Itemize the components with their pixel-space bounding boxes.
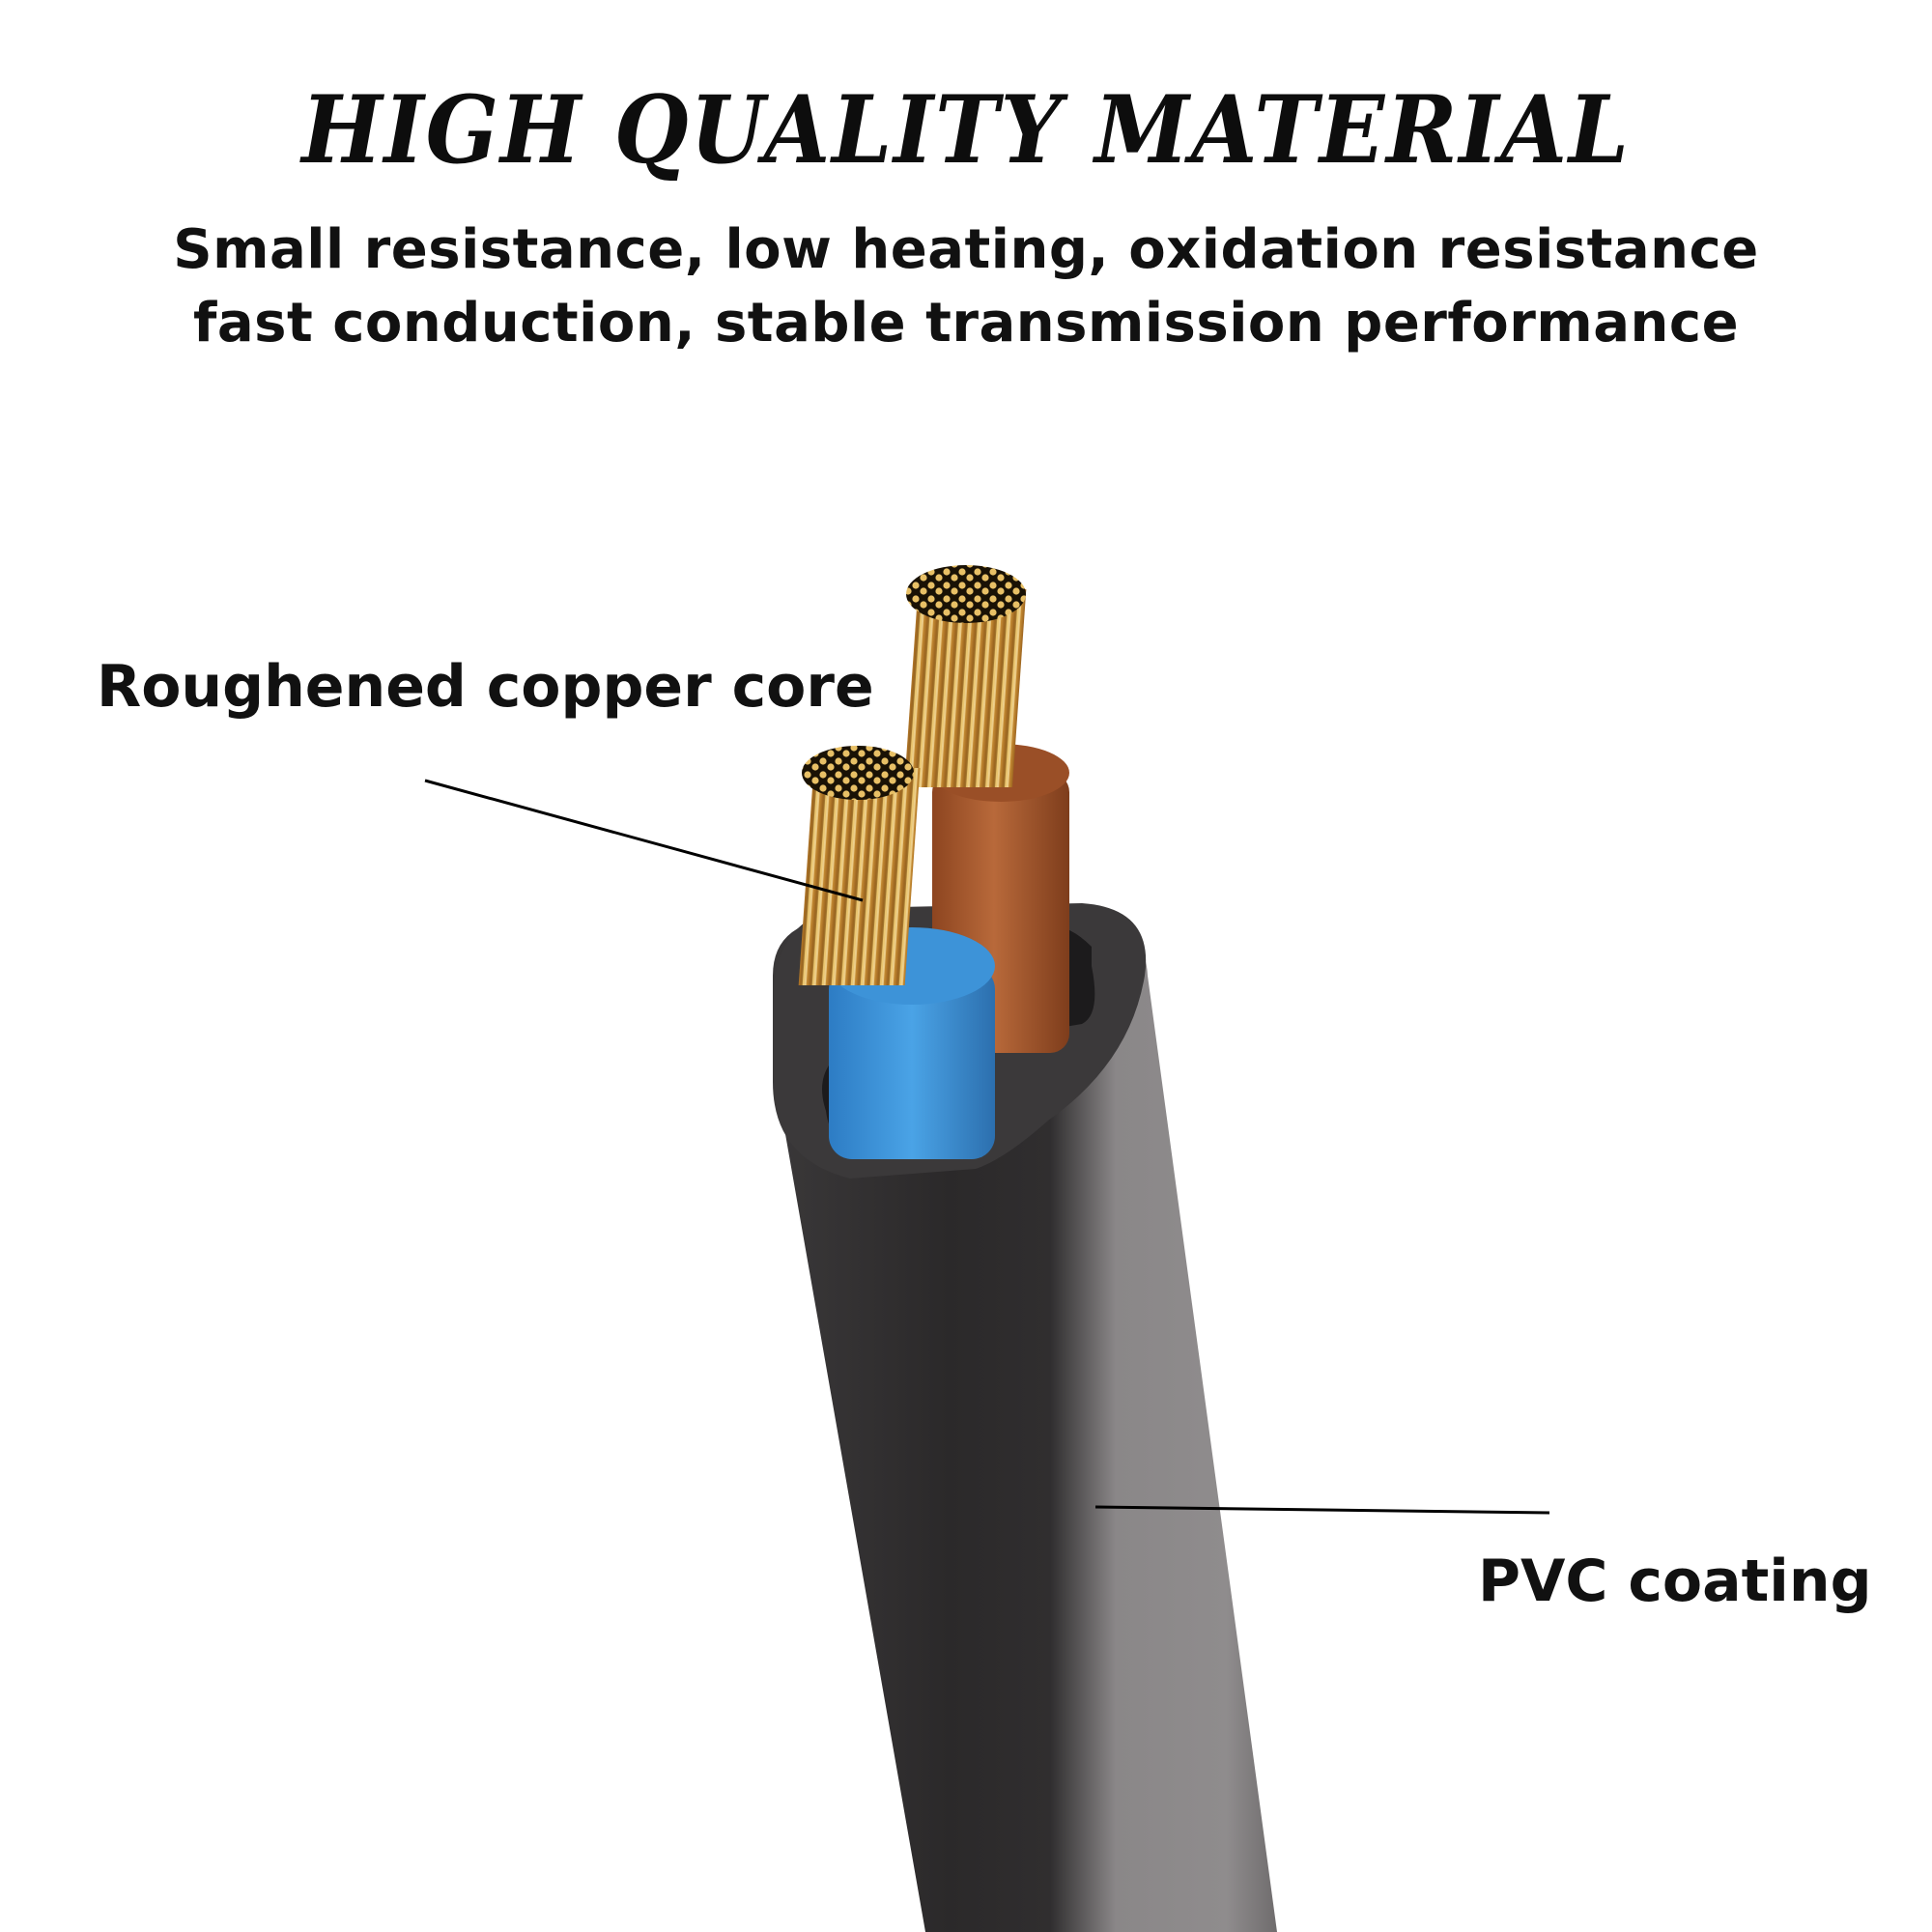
blue-wire — [798, 746, 995, 1159]
subtitle-line-1: Small resistance, low heating, oxidation… — [173, 218, 1759, 281]
subtitle-line-2: fast conduction, stable transmission per… — [192, 292, 1740, 355]
copper-callout-line — [424, 779, 864, 902]
copper-core-label: Roughened copper core — [97, 653, 874, 721]
pvc-coating-label: PVC coating — [1478, 1548, 1872, 1615]
pvc-callout-line — [1094, 1505, 1550, 1515]
page-title: HIGH QUALITY MATERIAL — [301, 75, 1631, 185]
